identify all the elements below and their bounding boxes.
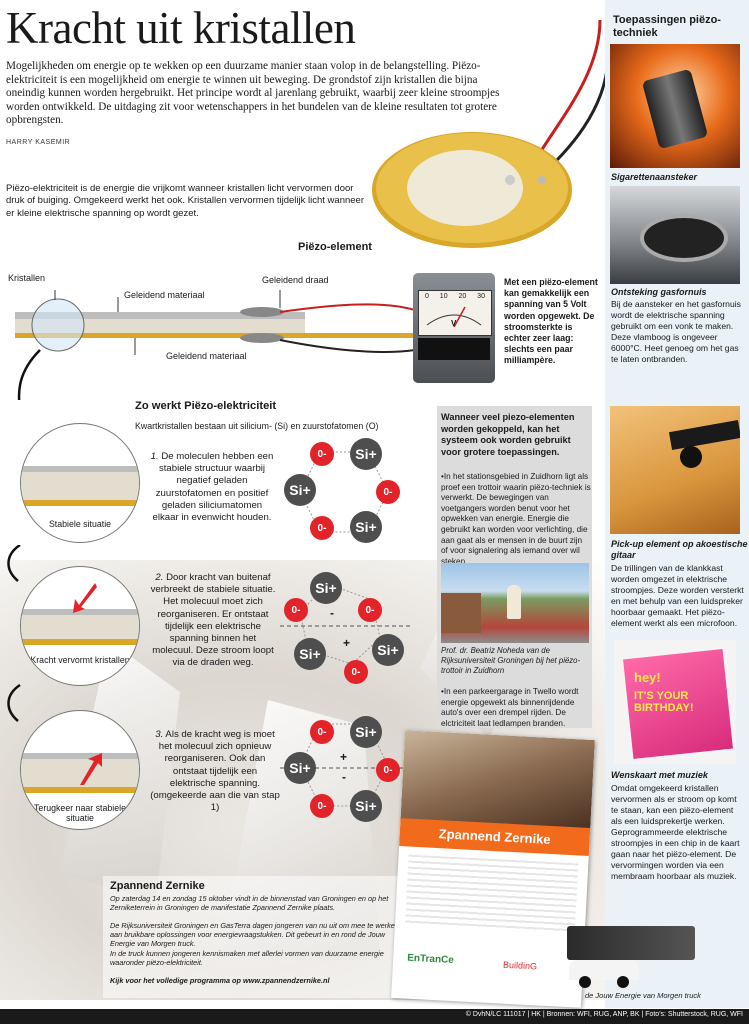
zuidhorn-text: •In het stationsgebied in Zuidhorn ligt … <box>441 472 591 566</box>
silicon-atom: Si+ <box>350 716 382 748</box>
meter-note: Met een piëzo-element kan gemakkelijk ee… <box>504 277 598 366</box>
flow-arrows <box>7 545 21 722</box>
applications-heading: Wanneer veel piezo-elementen worden geko… <box>441 412 575 457</box>
cross-section-diagram <box>15 290 416 400</box>
footer-bar <box>0 1009 749 1024</box>
circle-caption: Stabiele situatie <box>48 519 112 529</box>
silicon-atom: Si+ <box>294 638 326 670</box>
card-text: hey! <box>634 670 661 685</box>
oxygen-atom: 0- <box>284 598 308 622</box>
event-box <box>103 876 403 998</box>
charge-minus: - <box>342 770 346 784</box>
label-geleidend-draad: Geleidend draad <box>262 275 329 285</box>
poster-logo-entrance: EnTranCe <box>406 952 455 967</box>
text-guitar: De trillingen van de klankkast worden om… <box>611 563 744 628</box>
footer-credits: © DvhN/LC 111017 | HK | Bronnen: WFI, RU… <box>465 1011 743 1018</box>
event-p1: Op zaterdag 14 en zondag 15 oktober vind… <box>110 894 389 913</box>
label-geleidend-materiaal-bottom: Geleidend materiaal <box>166 351 247 361</box>
circle-caption: Terugkeer naar stabiele situatie <box>34 803 126 823</box>
meter-tick: 10 <box>439 293 448 300</box>
piezo-disc-illustration <box>372 20 610 248</box>
oxygen-atom: 0- <box>376 758 400 782</box>
silicon-atom: Si+ <box>350 511 382 543</box>
silicon-atom: Si+ <box>310 572 342 604</box>
meter-tick: 0 <box>425 293 429 300</box>
zuidhorn-caption: Prof. dr. Beatriz Noheda van de Rijksuni… <box>441 646 581 675</box>
oxygen-atom: 0- <box>310 516 334 540</box>
sidebar-title: Toepassingen piëzo-techniek <box>613 14 721 39</box>
caption-guitar: Pick-up element op akoestische gitaar <box>611 539 748 560</box>
oxygen-atom: 0- <box>310 720 334 744</box>
author: HARRY KASEMIR <box>6 139 71 146</box>
step-1-text: 1. De moleculen hebben een stabiele stru… <box>150 451 274 524</box>
caption-card: Wenskaart met muziek <box>611 770 708 780</box>
gas-stove-photo <box>610 186 740 284</box>
definition-text: Piëzo-elektriciteit is de energie die vr… <box>6 183 364 219</box>
silicon-atom: Si+ <box>284 752 316 784</box>
step-3-text: 3. Als de kracht weg is moet het molecuu… <box>150 729 280 814</box>
oxygen-atom: 0- <box>310 442 334 466</box>
truck-photo <box>565 918 695 988</box>
charge-minus: - <box>330 606 334 620</box>
silicon-atom: Si+ <box>350 790 382 822</box>
silicon-atom: Si+ <box>372 634 404 666</box>
lighter-photo <box>610 44 740 168</box>
piezo-element-label: Piëzo-element <box>298 241 372 253</box>
oxygen-atom: 0- <box>310 794 334 818</box>
how-subtitle: Kwartkristallen bestaan uit silicium- (S… <box>135 421 379 431</box>
text-card: Omdat omgekeerd kristallen vervormen als… <box>611 783 740 881</box>
poster-logo-building: BuildinG <box>502 959 538 972</box>
card-text: IT'S YOUR BIRTHDAY! <box>634 690 694 714</box>
meter-unit: V <box>451 319 457 328</box>
charge-plus: + <box>343 636 351 650</box>
birthday-card-photo: hey! IT'S YOUR BIRTHDAY! <box>614 640 736 764</box>
oxygen-atom: 0- <box>344 660 368 684</box>
voltmeter-base <box>418 338 490 360</box>
voltmeter-face: 0 10 20 30 V <box>418 290 492 336</box>
how-title: Zo werkt Piëzo-elektriciteit <box>135 400 277 412</box>
circle-stable: Stabiele situatie <box>20 423 140 543</box>
truck-caption: de Jouw Energie van Morgen truck <box>585 991 701 1000</box>
caption-gas-stove: Ontsteking gasfornuis <box>611 287 707 297</box>
charge-plus: + <box>340 750 348 764</box>
label-kristallen: Kristallen <box>8 273 46 283</box>
event-title: Zpannend Zernike <box>110 880 205 892</box>
oxygen-atom: 0- <box>376 480 400 504</box>
zuidhorn-photo <box>441 563 589 643</box>
silicon-atom: Si+ <box>284 474 316 506</box>
event-link[interactable]: Kijk voor het volledige programma op www… <box>110 976 330 985</box>
circle-caption: Kracht vervormt kristallen <box>30 655 130 665</box>
caption-lighter: Sigarettenaansteker <box>611 172 698 182</box>
event-p2: De Rijksuniversiteit Groningen en GasTer… <box>110 921 399 949</box>
step-2-text: 2. Door kracht van buitenaf verbreekt de… <box>150 572 276 669</box>
event-p3: In de truck kunnen jongeren kennismaken … <box>110 949 384 968</box>
oxygen-atom: 0- <box>358 598 382 622</box>
page-title: Kracht uit kristallen <box>6 3 356 53</box>
circle-force: Kracht vervormt kristallen <box>20 566 140 686</box>
guitar-photo <box>610 406 740 534</box>
meter-tick: 20 <box>458 293 467 300</box>
meter-tick: 30 <box>477 293 485 300</box>
circle-return: Terugkeer naar stabiele situatie <box>20 710 140 830</box>
label-geleidend-materiaal-top: Geleidend materiaal <box>124 290 205 300</box>
text-gas-stove: Bij de aansteker en het gasfornuis wordt… <box>611 299 741 364</box>
intro-text: Mogelijkheden om energie op te wekken op… <box>6 60 500 127</box>
silicon-atom: Si+ <box>350 438 382 470</box>
twello-text: •In een parkeergarage in Twello wordt en… <box>441 687 579 728</box>
